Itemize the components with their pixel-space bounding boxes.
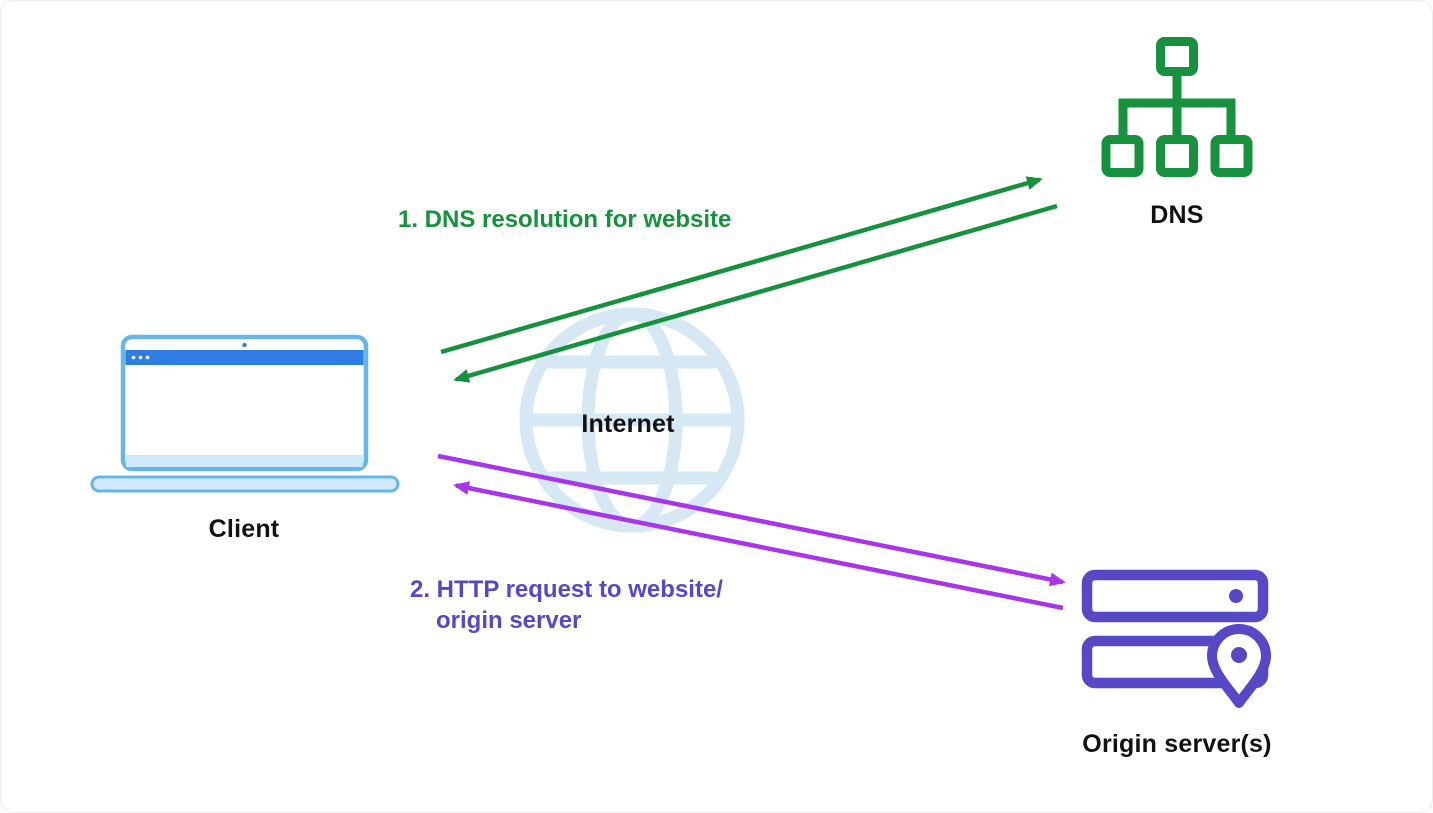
server-rack-top [1081,569,1269,623]
laptop-deck [126,455,363,467]
laptop-screen [120,334,369,472]
http-flow-arrows [437,453,1066,611]
dns-response-arrow [453,203,1058,383]
dns-flow-arrows [440,176,1058,383]
internet-globe-icon [519,307,745,533]
dns-label: DNS [1150,201,1203,229]
origin-server-icon [1081,569,1271,708]
dns-flow-label: 1. DNS resolution for website [398,206,731,233]
dns-tree-icon [1101,37,1253,177]
client-laptop-icon [90,334,400,493]
window-controls-dots [131,355,150,360]
camera-dot [242,342,247,348]
location-pin-icon [1207,624,1271,708]
server-led-dot [1229,589,1243,603]
location-pin-dot [1231,647,1247,663]
origin-label: Origin server(s) [1082,730,1271,758]
dns-request-arrow [440,176,1043,355]
http-flow-label-line1: 2. HTTP request to website/ [410,576,723,603]
http-response-arrow [453,481,1064,611]
laptop-titlebar [125,350,364,365]
laptop-base [90,475,400,493]
http-flow-label-line2: origin server [436,607,581,634]
client-label: Client [209,515,280,543]
http-request-arrow [437,453,1066,587]
internet-label: Internet [581,410,675,438]
